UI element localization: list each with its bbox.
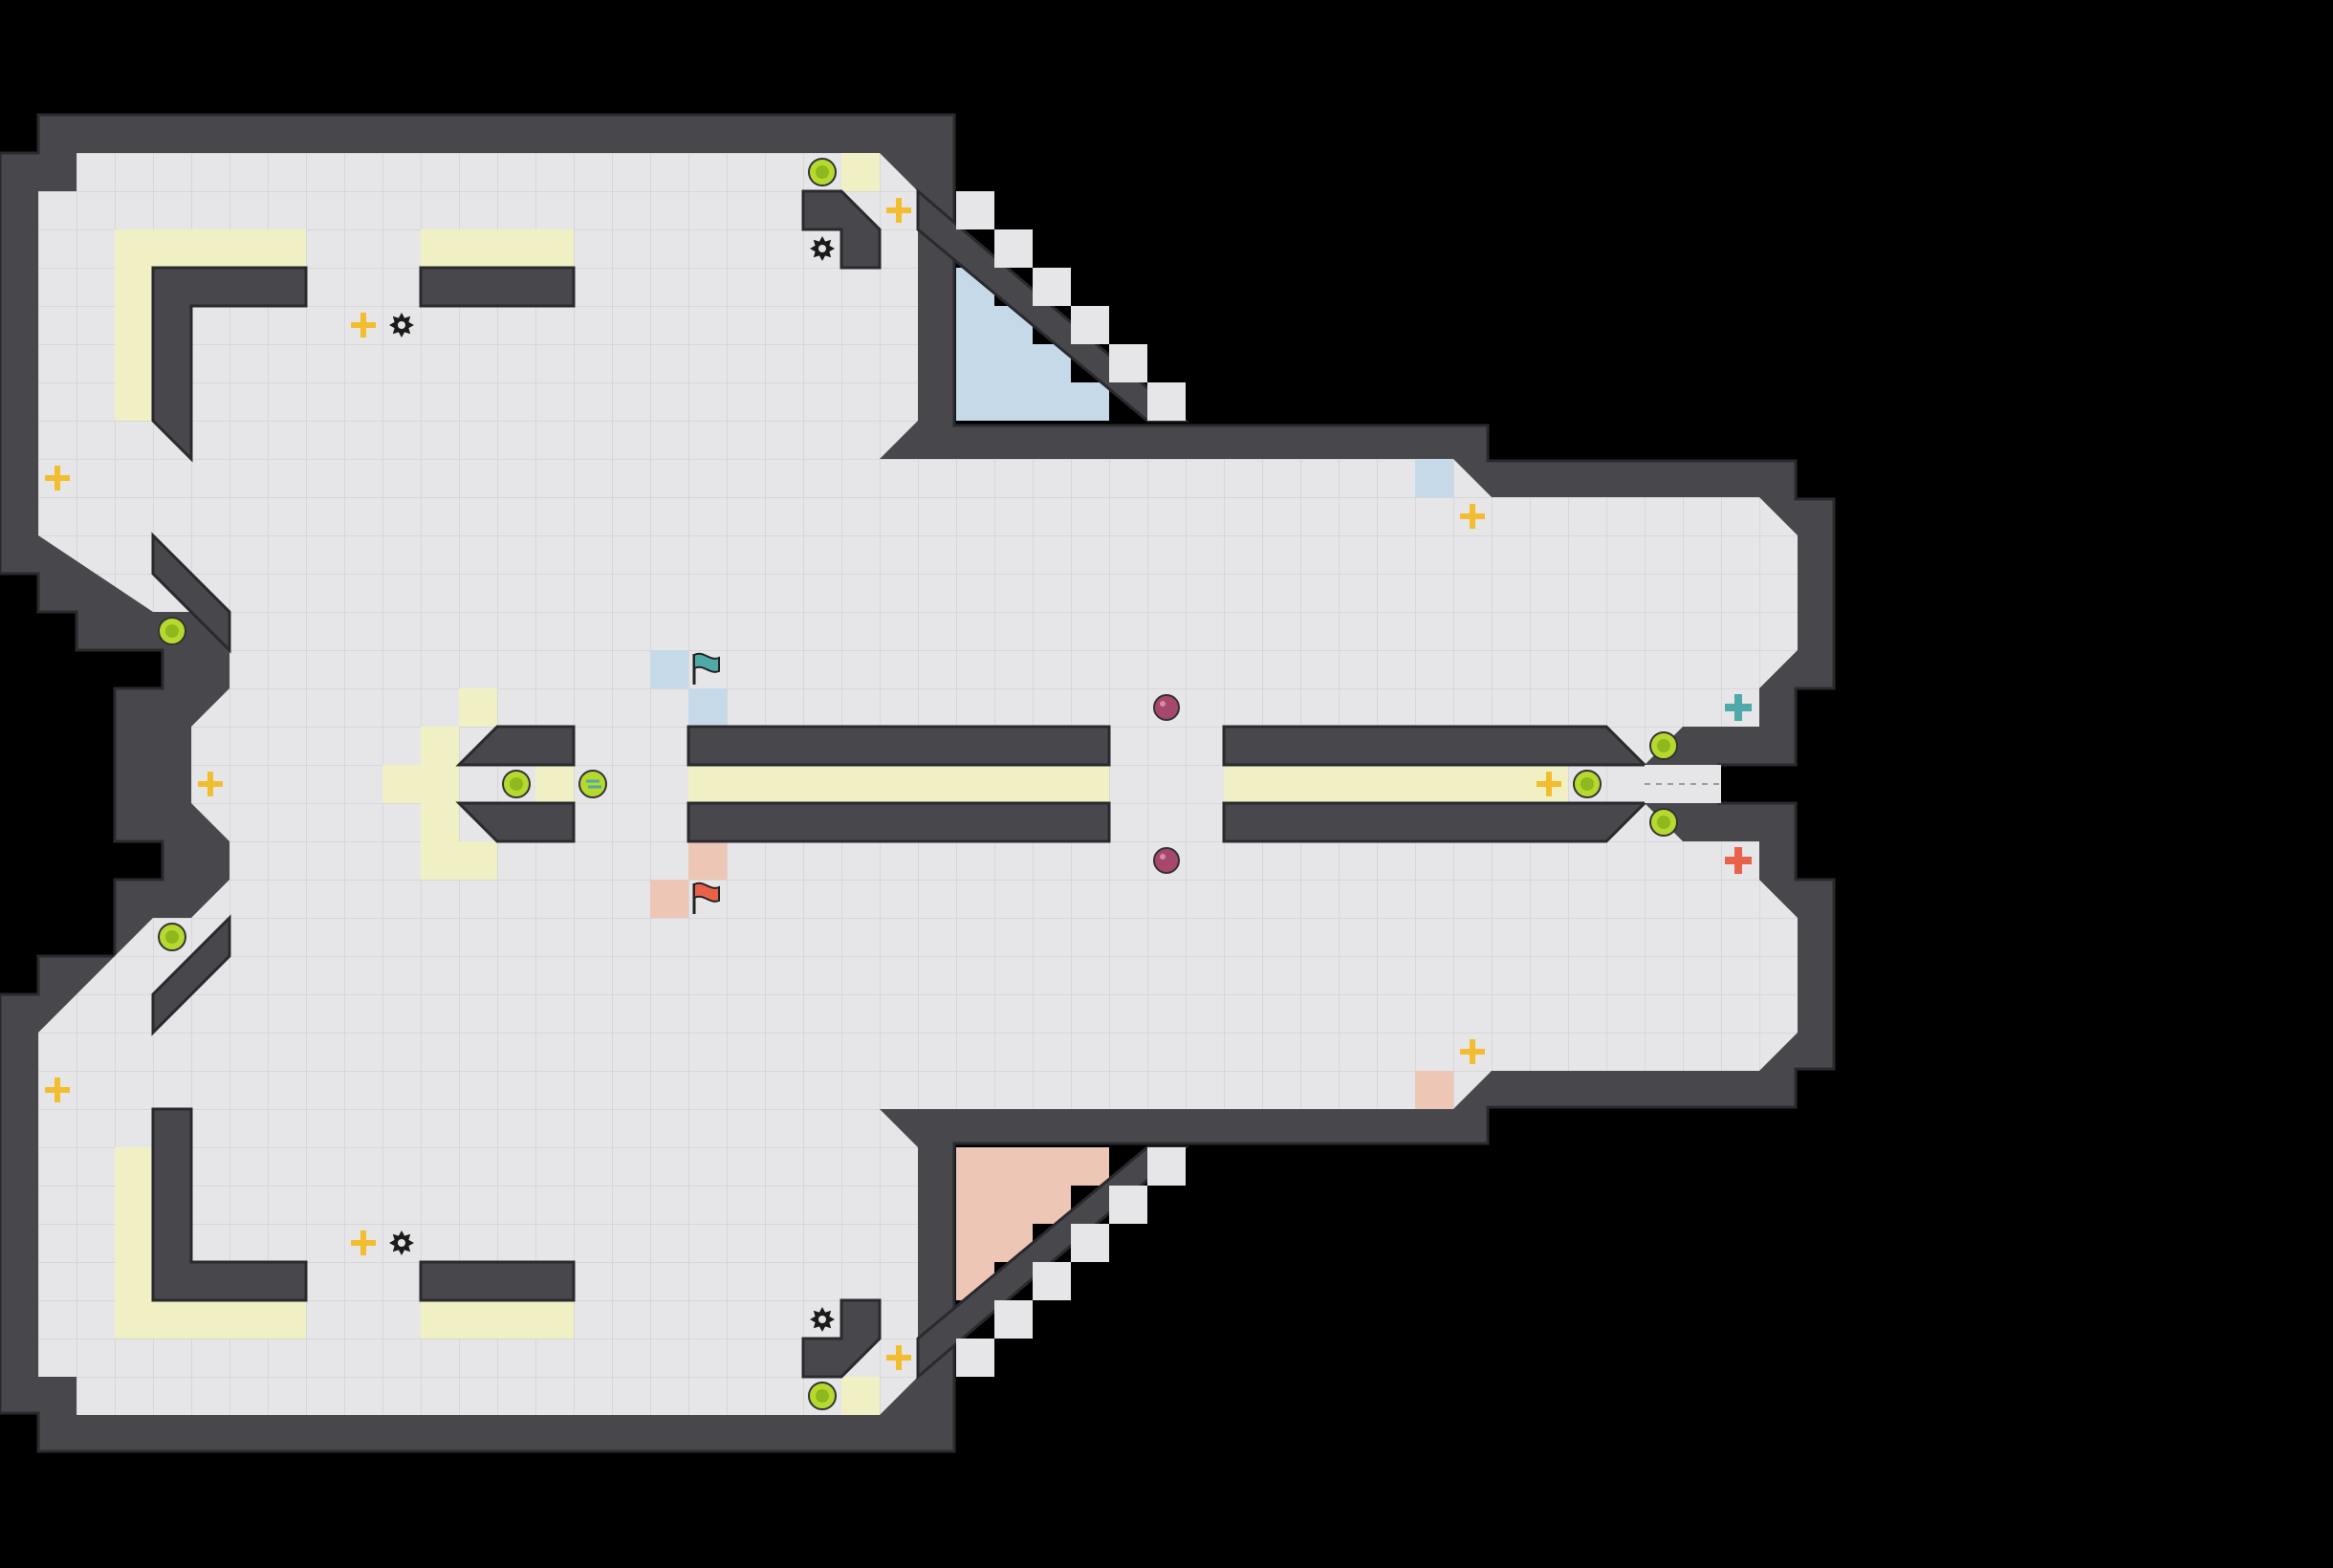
boost-icon xyxy=(808,1382,837,1410)
spike-icon xyxy=(389,1230,414,1255)
powerup-icon xyxy=(1460,504,1485,529)
boost-icon xyxy=(1573,770,1602,798)
boosts xyxy=(158,158,1678,1410)
powerup-icon xyxy=(886,1345,911,1370)
boost-icon xyxy=(502,770,531,798)
blue-flag-icon[interactable] xyxy=(692,652,720,685)
boost-icon xyxy=(158,923,186,951)
team-red-zone xyxy=(650,841,1453,1300)
red-flag-icon[interactable] xyxy=(692,882,720,914)
gate xyxy=(1645,765,1721,803)
powerup-icon xyxy=(351,313,376,338)
powerup-icon xyxy=(45,1078,70,1102)
red-spawn-icon xyxy=(1725,847,1752,874)
bombs xyxy=(1153,694,1180,874)
boost-icon xyxy=(158,617,186,645)
powerup-icon xyxy=(1537,772,1561,796)
boost-icon xyxy=(1649,731,1678,760)
spike-icon xyxy=(810,236,835,261)
team-blue-zone xyxy=(650,268,1453,727)
spike-icon xyxy=(389,313,414,338)
diagonal-steps xyxy=(956,191,1186,1377)
speed-tiles xyxy=(115,153,1568,1415)
bomb-icon xyxy=(1153,847,1180,874)
powerup-icon xyxy=(1460,1039,1485,1064)
boost-icon xyxy=(808,158,837,186)
blue-spawn-icon xyxy=(1725,694,1752,721)
team-boost-icon xyxy=(578,770,607,798)
powerup-icon xyxy=(351,1230,376,1255)
spikes xyxy=(389,236,835,1332)
powerup-icon xyxy=(198,772,223,796)
powerup-icon xyxy=(45,466,70,490)
spike-icon xyxy=(810,1307,835,1332)
bomb-icon xyxy=(1153,694,1180,721)
powerup-icon xyxy=(886,198,911,223)
powerups xyxy=(45,198,1561,1370)
boost-icon xyxy=(1649,808,1678,837)
